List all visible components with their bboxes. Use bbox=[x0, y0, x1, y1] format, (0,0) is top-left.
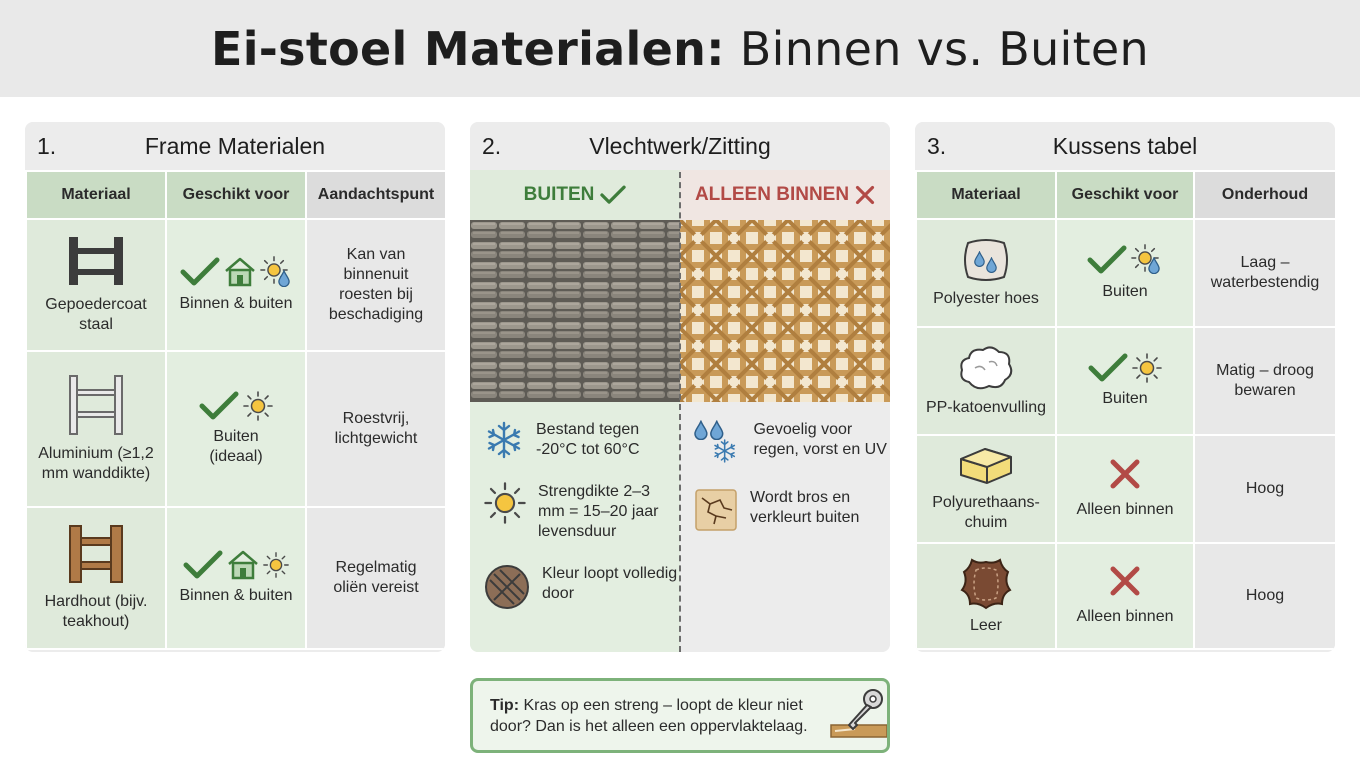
page-title: Ei-stoel Materialen: Binnen vs. Buiten bbox=[210, 21, 1149, 76]
check-icon bbox=[180, 257, 220, 287]
panel-header: 2. Vlechtwerk/Zitting bbox=[470, 122, 890, 170]
maintenance-cell: Matig – droog bewaren bbox=[1193, 326, 1335, 436]
table-row: PP-katoenvulling Buiten Matig – droog be… bbox=[915, 326, 1335, 436]
maintenance-cell: Hoog bbox=[1193, 434, 1335, 544]
check-icon bbox=[199, 391, 239, 421]
feature-item: Gevoelig voor regen, vorst en UV bbox=[694, 420, 890, 466]
panel-header: 3. Kussens tabel bbox=[915, 122, 1335, 170]
panel-number: 2. bbox=[482, 132, 502, 159]
cross-icon bbox=[1109, 565, 1141, 597]
panel-number: 1. bbox=[37, 132, 57, 159]
material-name: Polyurethaans-chuim bbox=[932, 494, 1040, 531]
panel-number: 3. bbox=[927, 132, 947, 159]
table-row: Polyurethaans-chuim Alleen binnen Hoog bbox=[915, 434, 1335, 544]
suitable-for: Binnen & buiten bbox=[179, 295, 293, 312]
suitable-for: Alleen binnen bbox=[1076, 608, 1174, 625]
panel-header: 1. Frame Materialen bbox=[25, 122, 445, 170]
house-icon bbox=[227, 550, 259, 580]
check-icon bbox=[1088, 353, 1128, 383]
weave-panel: 2. Vlechtwerk/Zitting BUITEN ALLEEN BINN… bbox=[470, 122, 890, 652]
weave-header: BUITEN ALLEEN BINNEN bbox=[470, 170, 890, 220]
material-name: Aluminium (≥1,2 mm wanddikte) bbox=[38, 445, 154, 482]
key-scratch-icon bbox=[830, 689, 887, 738]
sun-icon bbox=[243, 391, 273, 421]
suitable-for: Alleen binnen bbox=[1076, 501, 1174, 518]
snowflake-icon bbox=[484, 420, 524, 460]
panel-title: Frame Materialen bbox=[144, 132, 326, 159]
cushions-table: Materiaal Geschikt voor Onderhoud Polyes… bbox=[915, 170, 1335, 650]
maintenance-cell: Laag – waterbestendig bbox=[1193, 218, 1335, 328]
maintenance-cell: Hoog bbox=[1193, 542, 1335, 650]
sun-icon bbox=[484, 482, 526, 524]
column-header: Onderhoud bbox=[1193, 170, 1335, 220]
check-icon bbox=[183, 550, 223, 580]
steel-frame-icon bbox=[69, 237, 123, 285]
synthetic-weave-image bbox=[470, 220, 680, 402]
material-name: Gepoedercoat staal bbox=[45, 296, 147, 333]
dashed-divider bbox=[679, 172, 681, 652]
cane-weave-image bbox=[680, 220, 890, 402]
column-header: Materiaal bbox=[915, 170, 1057, 220]
feature-columns: Bestand tegen -20°C tot 60°C Strengdikte… bbox=[470, 402, 890, 652]
weave-images bbox=[470, 220, 890, 402]
note-cell: Roestvrij, lichtgewicht bbox=[305, 350, 445, 508]
tip-box: Tip: Kras op een streng – loopt de kleur… bbox=[470, 678, 890, 753]
sun-icon bbox=[263, 552, 289, 578]
wood-frame-icon bbox=[69, 525, 123, 583]
feature-item: Strengdikte 2–3 mm = 15–20 jaar levensdu… bbox=[484, 482, 680, 542]
rain-frost-icon bbox=[694, 420, 736, 463]
panel-title: Vlechtwerk/Zitting bbox=[589, 132, 771, 159]
sun-icon bbox=[1132, 353, 1162, 383]
aluminium-frame-icon bbox=[69, 375, 123, 435]
house-icon bbox=[224, 257, 256, 287]
outdoor-features: Bestand tegen -20°C tot 60°C Strengdikte… bbox=[470, 402, 680, 652]
suitable-for: Buiten bbox=[1102, 390, 1148, 407]
tip-text: Kras op een streng – loopt de kleur niet… bbox=[490, 697, 808, 735]
cracked-icon bbox=[695, 489, 737, 531]
suitable-for: Binnen & buiten bbox=[179, 587, 293, 604]
outdoor-header: BUITEN bbox=[470, 170, 680, 220]
suitable-for: Buiten bbox=[1102, 283, 1148, 300]
table-row: Leer Alleen binnen Hoog bbox=[915, 542, 1335, 650]
frame-table: Materiaal Geschikt voor Aandachtspunt Ge… bbox=[25, 170, 445, 650]
cross-icon bbox=[1109, 458, 1141, 490]
table-row: Hardhout (bijv. teakhout) Binnen & buite… bbox=[25, 506, 445, 650]
check-icon bbox=[600, 185, 626, 205]
material-name: Polyester hoes bbox=[933, 290, 1039, 307]
title-bar: Ei-stoel Materialen: Binnen vs. Buiten bbox=[0, 0, 1360, 97]
sun-rain-icon bbox=[1131, 244, 1160, 274]
material-name: PP-katoenvulling bbox=[925, 399, 1047, 416]
column-header: Geschikt voor bbox=[165, 170, 307, 220]
cross-icon bbox=[855, 185, 875, 205]
table-row: Aluminium (≥1,2 mm wanddikte) Buiten (id… bbox=[25, 350, 445, 508]
suitable-for: Buiten (ideaal) bbox=[209, 428, 263, 465]
table-header-row: Materiaal Geschikt voor Aandachtspunt bbox=[25, 170, 445, 220]
feature-item: Bestand tegen -20°C tot 60°C bbox=[484, 420, 680, 460]
feature-item: Kleur loopt volledig door bbox=[484, 564, 680, 610]
material-name: Hardhout (bijv. teakhout) bbox=[44, 593, 148, 630]
feature-item: Wordt bros en verkleurt buiten bbox=[694, 488, 890, 532]
cushions-panel: 3. Kussens tabel Materiaal Geschikt voor… bbox=[915, 122, 1335, 652]
table-header-row: Materiaal Geschikt voor Onderhoud bbox=[915, 170, 1335, 220]
panel-title: Kussens tabel bbox=[1052, 132, 1198, 159]
color-through-icon bbox=[485, 565, 529, 609]
column-header: Materiaal bbox=[25, 170, 167, 220]
indoor-features: Gevoelig voor regen, vorst en UV Wordt b… bbox=[680, 402, 890, 652]
frame-materials-panel: 1. Frame Materialen Materiaal Geschikt v… bbox=[25, 122, 445, 652]
column-header: Aandachtspunt bbox=[305, 170, 445, 220]
indoor-header: ALLEEN BINNEN bbox=[680, 170, 890, 220]
foam-icon bbox=[960, 448, 1012, 484]
tip-label: Tip: bbox=[490, 697, 520, 714]
note-cell: Regelmatig oliën vereist bbox=[305, 506, 445, 650]
table-row: Polyester hoes Buiten Laag – waterbesten… bbox=[915, 218, 1335, 328]
note-cell: Kan van binnenuit roesten bij beschadigi… bbox=[305, 218, 445, 352]
polyester-cover-icon bbox=[964, 239, 1008, 281]
check-icon bbox=[1087, 245, 1127, 275]
material-name: Leer bbox=[969, 617, 1003, 634]
column-header: Geschikt voor bbox=[1055, 170, 1195, 220]
cotton-filling-icon bbox=[960, 346, 1013, 390]
leather-icon bbox=[960, 558, 1012, 610]
sun-rain-icon bbox=[260, 256, 290, 287]
table-row: Gepoedercoat staal Binnen & buiten Kan v… bbox=[25, 218, 445, 352]
